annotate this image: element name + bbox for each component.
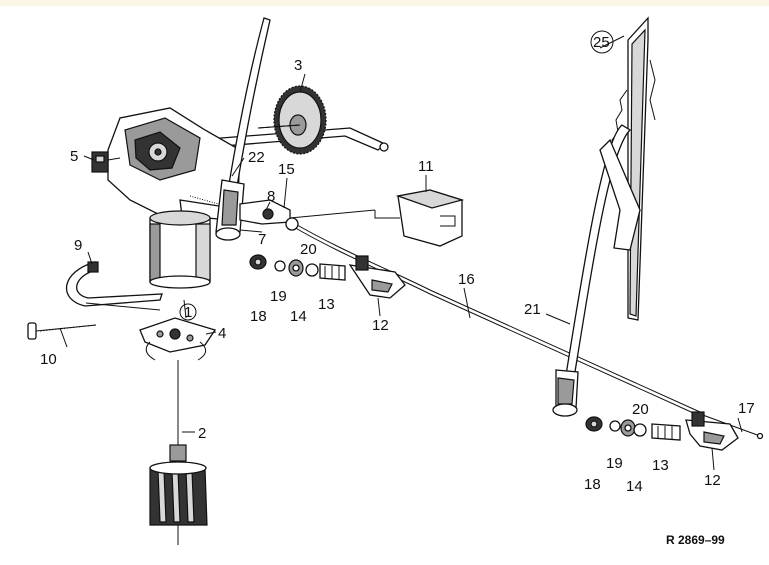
callout-8: 8 <box>267 188 275 205</box>
callout-14-left: 14 <box>290 308 307 325</box>
mounting-strap <box>66 261 163 311</box>
callout-12-left: 12 <box>372 317 389 334</box>
callout-18-right: 18 <box>584 476 601 493</box>
callout-16: 16 <box>458 271 475 288</box>
callout-19-left: 19 <box>270 288 287 305</box>
callout-2: 2 <box>198 425 206 442</box>
callout-20-left: 20 <box>300 241 317 258</box>
left-crank-lever <box>348 255 406 299</box>
right-crank-lever <box>685 411 739 451</box>
wiper-arm-left <box>215 17 271 241</box>
callout-13-right: 13 <box>652 457 669 474</box>
motor-housing <box>91 107 241 221</box>
spindle-linkage <box>239 199 400 231</box>
linkage-rod <box>291 221 764 440</box>
gear-wheel <box>257 85 327 155</box>
left-washer-stack <box>249 254 346 281</box>
right-washer-stack <box>585 416 681 441</box>
callout-1: 1 <box>184 304 192 321</box>
callout-12-right: 12 <box>704 472 721 489</box>
callout-11: 11 <box>418 158 434 175</box>
bracket <box>395 189 465 247</box>
leader-lines <box>59 35 743 471</box>
callout-18-left: 18 <box>250 308 267 325</box>
callout-10: 10 <box>40 351 57 368</box>
top-border <box>0 0 769 6</box>
wiper-blade-right <box>607 16 656 321</box>
wiper-arm-right <box>552 124 641 417</box>
callout-4: 4 <box>218 325 226 342</box>
armature <box>149 360 208 545</box>
drawing-reference-code: R 2869–99 <box>666 533 725 547</box>
bolt <box>27 322 97 340</box>
callout-17: 17 <box>738 400 755 417</box>
callout-21: 21 <box>524 301 541 318</box>
callout-9: 9 <box>74 237 82 254</box>
callout-25: 25 <box>593 34 610 51</box>
callout-labels: 1 2 3 4 5 7 8 9 10 11 12 12 13 13 14 14 … <box>40 30 755 495</box>
brush-plate <box>139 317 217 361</box>
callout-14-right: 14 <box>626 478 643 495</box>
motor-can <box>149 210 211 289</box>
callout-5: 5 <box>70 148 78 165</box>
callout-15: 15 <box>278 161 295 178</box>
callout-19-right: 19 <box>606 455 623 472</box>
callout-7: 7 <box>258 231 266 248</box>
callout-3: 3 <box>294 57 302 74</box>
callout-13-left: 13 <box>318 296 335 313</box>
callout-22: 22 <box>248 149 265 166</box>
callout-20-right: 20 <box>632 401 649 418</box>
